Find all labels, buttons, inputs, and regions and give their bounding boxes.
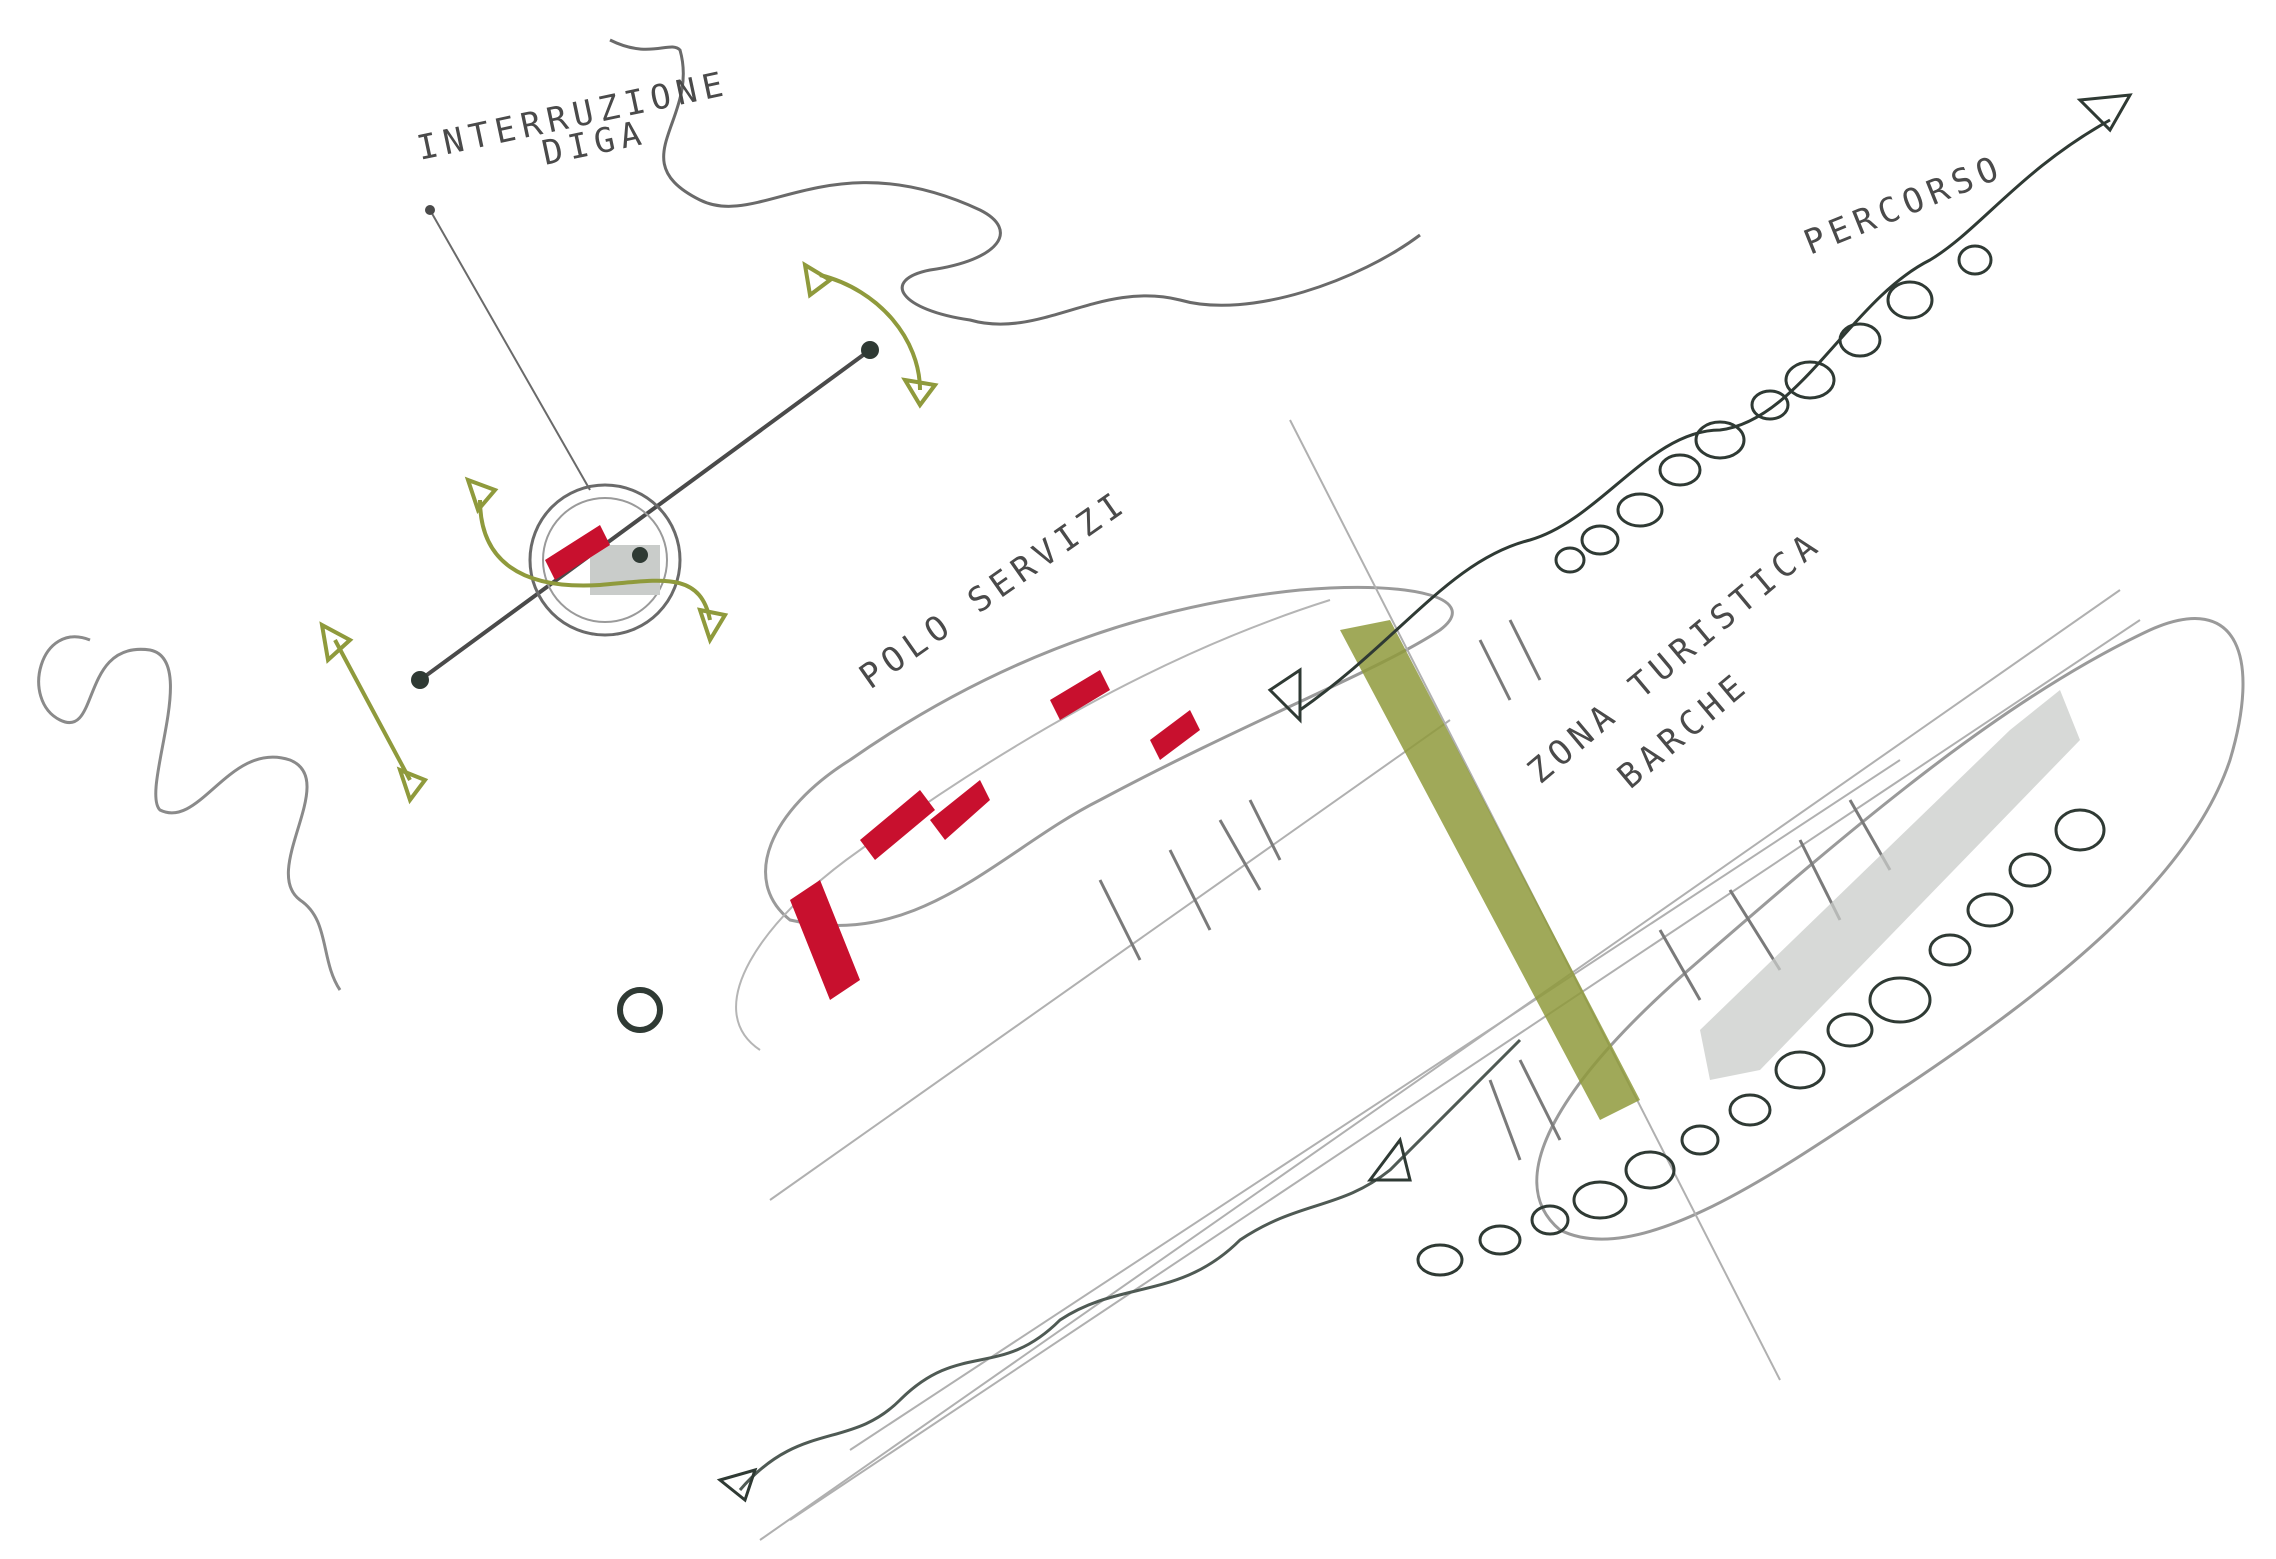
olive-dam-bar [1340, 620, 1640, 1120]
shore-stones [1416, 244, 2106, 1277]
red-buildings [790, 670, 1200, 1000]
services-hub-label: POLO SERVIZI [852, 482, 1135, 697]
boat-basin-wash [1700, 690, 2080, 1080]
isolated-circle-marker [617, 987, 663, 1033]
tourist-zone-outline [1535, 617, 2245, 1241]
lower-route-line [738, 1038, 1522, 1491]
olive-movement-arrows [319, 261, 939, 805]
dam-interruption-diagram [411, 205, 879, 689]
left-coastline [37, 635, 342, 991]
jetty-marks [1098, 619, 1892, 1161]
route-arrowheads [716, 93, 2133, 1503]
route-line [1299, 118, 2111, 712]
top-coastline [609, 38, 1421, 326]
